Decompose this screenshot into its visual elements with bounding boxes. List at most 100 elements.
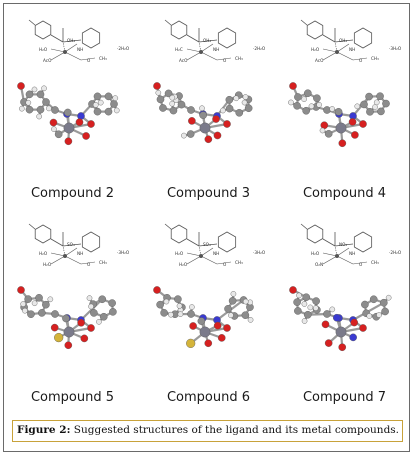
metal-atom — [199, 326, 211, 338]
hydrogen-atom — [51, 126, 57, 132]
hydrogen-atom — [88, 303, 94, 310]
figure-caption: Figure 2: Suggested structures of the li… — [14, 424, 402, 436]
hydrogen-atom — [301, 96, 307, 102]
oxygen-atom — [338, 343, 347, 352]
carbon-atom — [42, 98, 50, 106]
substituent-label: OH₂ — [339, 38, 347, 43]
substituent-label: O — [359, 262, 363, 267]
carbon-atom — [62, 314, 70, 323]
carbon-atom — [382, 99, 390, 108]
oxygen-atom — [82, 132, 90, 140]
metal-atom — [199, 122, 211, 134]
carbon-atom — [104, 107, 113, 116]
hydrogen-atom — [373, 99, 380, 106]
carbon-atom — [25, 90, 34, 99]
carbon-atom — [294, 93, 302, 101]
phenol-ring — [170, 20, 188, 40]
phenol-ring — [170, 224, 188, 244]
oxygen-atom — [217, 334, 226, 342]
molecule-3d-model — [288, 82, 390, 148]
hydrogen-atom — [155, 89, 162, 96]
hydrogen-atom — [288, 99, 294, 106]
carbon-atom — [108, 299, 116, 307]
substituent-label: O — [87, 262, 91, 267]
hydrogen-atom — [319, 127, 326, 134]
nitrogen-atom — [349, 333, 357, 342]
benzene-ring — [353, 231, 373, 253]
oxygen-atom — [321, 320, 330, 329]
hydrogen-atom — [308, 103, 315, 110]
carbon-atom — [360, 100, 368, 109]
hydrogen-atom — [36, 113, 42, 120]
hydrogen-atom — [176, 303, 183, 309]
hydrogen-atom — [20, 301, 26, 307]
compound-label: Compound 6 — [166, 390, 251, 405]
substituent-label: NH — [77, 47, 83, 52]
sulfur-atom — [186, 338, 196, 348]
oxygen-atom — [204, 339, 213, 348]
oxygen-atom — [188, 117, 196, 125]
hydrogen-atom — [199, 105, 205, 112]
molecule-3d-model — [153, 286, 254, 348]
substituent-label: H₂O — [311, 47, 320, 52]
oxygen-atom — [87, 324, 95, 332]
hydrogen-atom — [329, 106, 335, 112]
oxygen-atom — [223, 120, 231, 128]
metal-atom — [63, 122, 75, 134]
carbon-atom — [187, 310, 195, 318]
phenol-ring — [306, 224, 324, 244]
carbon-atom — [110, 100, 118, 108]
compound-label: Compound 4 — [302, 186, 387, 201]
carbon-atom — [302, 106, 310, 115]
oxygen-atom — [289, 286, 297, 294]
substituent-label: O — [359, 58, 363, 63]
carbon-atom — [334, 107, 343, 116]
hydrogen-atom — [233, 95, 239, 102]
carbon-atom — [197, 317, 206, 325]
oxygen-atom — [64, 341, 73, 350]
substituent-label: AcO — [179, 58, 188, 63]
substituent-label: O₂N — [315, 262, 323, 267]
carbon-atom — [159, 104, 167, 112]
oxygen-atom — [359, 324, 367, 332]
oxygen-atom — [49, 118, 58, 127]
carbon-atom — [199, 111, 207, 119]
hydrogen-atom — [372, 104, 378, 110]
hydrogen-atom — [376, 312, 382, 318]
carbon-atom — [156, 300, 164, 309]
benzene-ring — [217, 231, 237, 253]
carbon-atom — [224, 305, 232, 313]
carbon-atom — [174, 295, 182, 303]
oxygen-atom — [64, 137, 73, 146]
oxygen-atom — [80, 334, 89, 343]
carbon-atom — [324, 130, 333, 138]
hydrogen-atom — [22, 307, 28, 314]
carbon-atom — [293, 298, 301, 306]
carbon-atom — [366, 108, 374, 116]
hydrogen-atom — [220, 107, 226, 114]
substituent-label: H₂O — [175, 251, 184, 256]
substituent-label: SO₄ — [203, 242, 211, 247]
molecule-3d-model — [17, 286, 117, 350]
carbon-atom — [51, 310, 59, 318]
oxygen-atom — [213, 321, 222, 330]
oxygen-atom — [350, 318, 359, 327]
carbon-atom — [42, 300, 50, 309]
compound-label: Compound 7 — [302, 390, 387, 405]
oxygen-atom — [189, 322, 197, 330]
hydration-label: ·2H₂O — [117, 46, 130, 51]
oxygen-atom — [289, 82, 297, 90]
carbon-atom — [361, 300, 369, 309]
carbon-atom — [98, 295, 107, 304]
hydrogen-atom — [247, 317, 254, 323]
carbon-atom — [323, 106, 331, 114]
carbon-atom — [294, 307, 302, 315]
carbon-atom — [164, 89, 173, 98]
carbon-atom — [293, 102, 301, 110]
hydrogen-atom — [113, 107, 120, 114]
